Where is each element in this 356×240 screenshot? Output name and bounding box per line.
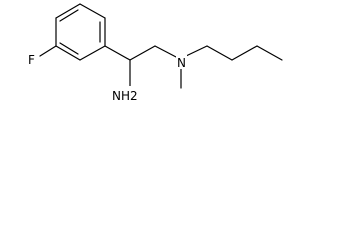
amine-label: NH2: [112, 89, 138, 103]
nitrogen-label: N: [177, 56, 186, 70]
benzene-ring: [55, 3, 106, 61]
ring-bond-4: [55, 45, 81, 61]
methine-to-methylene-bond: [129, 45, 156, 61]
ring-bond-1: [79, 3, 106, 19]
ring-bond-3: [79, 45, 106, 61]
ring-double-bond-2: [59, 42, 79, 55]
butyl-bond-3: [231, 45, 258, 61]
nitrogen-to-butyl-bond: [185, 45, 208, 57]
ring-bond-6: [55, 3, 81, 19]
molecule-structure: F NH2 N: [27, 3, 283, 103]
fluorine-label: F: [28, 53, 35, 67]
fluorine-mask: [27, 52, 39, 66]
ring-double-bond-3: [59, 9, 79, 22]
butyl-bond-4: [256, 45, 283, 61]
amine-mask: [111, 86, 147, 102]
molecule-svg: F NH2 N: [27, 3, 283, 103]
nitrogen-mask: [176, 55, 187, 69]
butyl-bond-2: [206, 45, 233, 61]
ring-to-methine-bond: [104, 45, 131, 61]
carbon-fluorine-bond: [39, 45, 57, 57]
methylene-to-nitrogen-bond: [154, 45, 179, 59]
